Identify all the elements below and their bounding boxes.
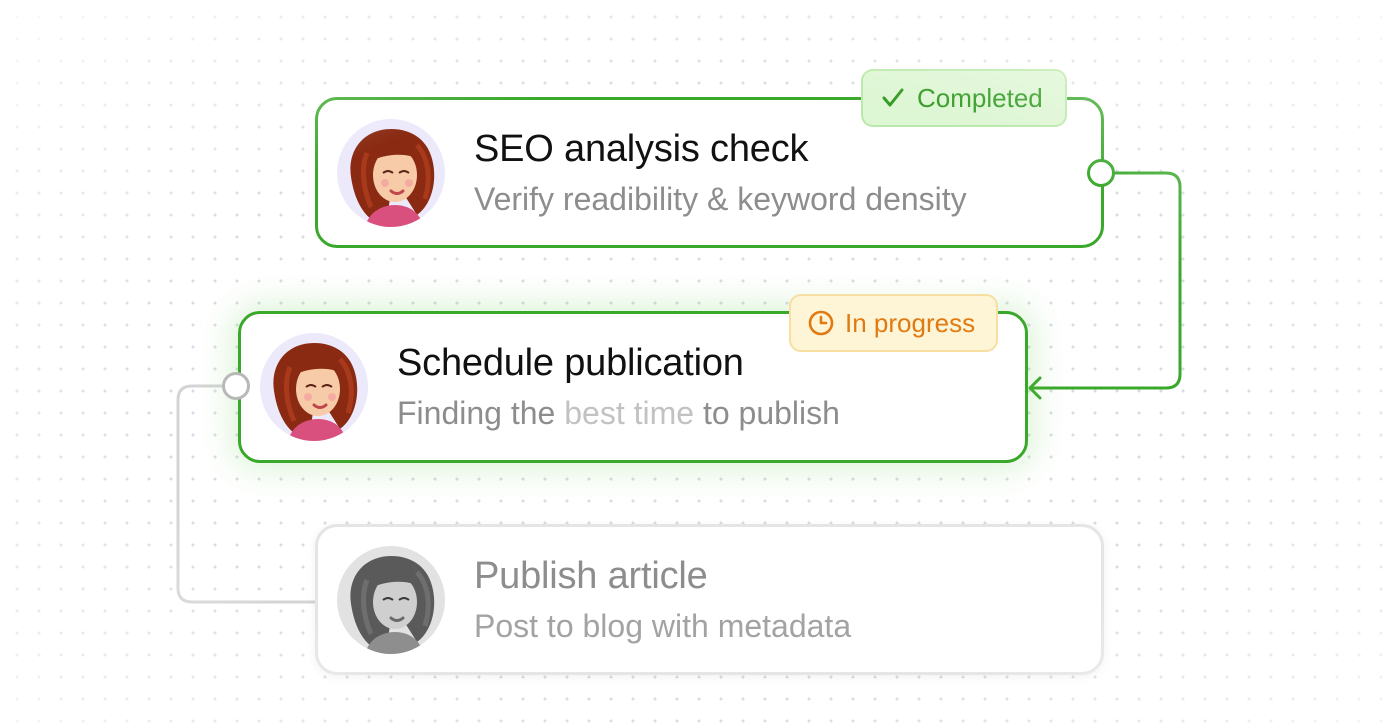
subtitle-part: to publish: [694, 395, 840, 431]
step-title: SEO analysis check: [474, 127, 809, 170]
check-icon: [879, 84, 907, 112]
step-title: Publish article: [474, 554, 708, 597]
status-label: In progress: [845, 307, 976, 338]
step-card-publish-article[interactable]: Publish article Post to blog with metada…: [315, 524, 1104, 675]
connector-port[interactable]: [222, 372, 250, 400]
step-subtitle: Finding the best time to publish: [397, 393, 840, 433]
connector-port[interactable]: [1087, 159, 1115, 187]
avatar: [337, 545, 445, 654]
step-subtitle: Verify readibility & keyword density: [474, 180, 967, 217]
step-subtitle: Post to blog with metadata: [474, 607, 852, 644]
status-label: Completed: [917, 82, 1043, 113]
step-title: Schedule publication: [397, 342, 744, 384]
status-badge-in-progress: In progress: [789, 294, 998, 352]
avatar: [260, 333, 368, 441]
clock-icon: [807, 309, 835, 337]
subtitle-shimmer: best time: [564, 395, 695, 431]
status-badge-completed: Completed: [861, 69, 1067, 127]
avatar: [337, 118, 445, 227]
subtitle-part: Finding the: [397, 395, 565, 431]
